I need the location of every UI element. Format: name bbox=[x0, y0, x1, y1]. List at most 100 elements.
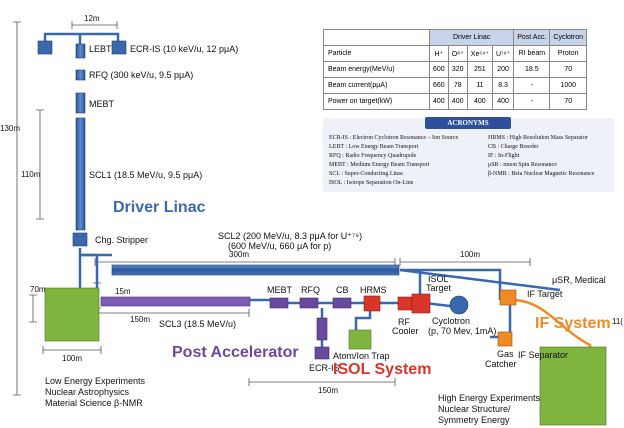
acronym-entry: MEBT : Medium Energy Beam Transport bbox=[329, 162, 430, 168]
high-energy-line: High Energy Experiments bbox=[438, 393, 541, 403]
ecr-is-label: ECR-IS (10 keV/u, 12 pμA) bbox=[130, 44, 239, 54]
dim-right-edge-label: 11( bbox=[612, 317, 623, 326]
table-header-cell: Xe⁵⁴⁺ bbox=[466, 45, 493, 62]
table-header-cell: Particle bbox=[323, 45, 430, 62]
scl1-label: SCL1 (18.5 MeV/u, 9.5 pμA) bbox=[89, 170, 203, 180]
scl2-label-line1: SCL2 (200 MeV/u, 8.3 pμA for U⁺⁷⁹) bbox=[218, 231, 363, 241]
dim-area-width-label: 100m bbox=[62, 354, 83, 363]
table-header-cell: RI beam bbox=[513, 45, 551, 62]
rfq-label: RFQ (300 keV/u, 9.5 pμA) bbox=[89, 70, 194, 80]
table-corner bbox=[323, 29, 430, 46]
dim-area-height-label: 70m bbox=[30, 285, 46, 294]
if-target-block bbox=[499, 289, 517, 306]
acronyms-title: ACRONYMS bbox=[425, 117, 511, 129]
high-energy-experiments: High Energy Experiments Nuclear Structur… bbox=[438, 393, 540, 426]
table-header-cell: U⁷⁹⁺ bbox=[491, 45, 515, 62]
table-cell: 11 bbox=[466, 77, 493, 94]
cb-block bbox=[332, 297, 352, 309]
table-cell: 78 bbox=[447, 77, 468, 94]
gas-catcher-block bbox=[497, 331, 513, 347]
dim-height-total-label: 130m bbox=[0, 124, 21, 133]
rf-cooler-label-line1: RF bbox=[398, 317, 410, 327]
cb-label: CB bbox=[336, 285, 349, 295]
table-row: Power on target(kW) 400 400 400 400 - 70 bbox=[323, 93, 587, 110]
table-cell: 400 bbox=[491, 93, 515, 110]
scl2-label-line2: (600 MeV/u, 660 μA for p) bbox=[228, 241, 332, 251]
scl3-label: SCL3 (18.5 MeV/u) bbox=[159, 319, 237, 329]
post-accelerator-title: Post Accelerator bbox=[172, 344, 299, 361]
low-energy-line: Nuclear Astrophysics bbox=[45, 387, 130, 397]
post-rfq-label: RFQ bbox=[301, 285, 320, 295]
table-cell: 400 bbox=[429, 93, 449, 110]
acronym-entry: LEBT : Low Energy Beam Transport bbox=[329, 144, 419, 150]
acronym-entry: μSR : muon Spin Resonance bbox=[488, 162, 557, 168]
post-ecr-is-label: ECR-IS bbox=[309, 363, 340, 373]
isol-target-label-line2: Target bbox=[426, 283, 452, 293]
acronym-entry: CB : Charge Breeder bbox=[488, 144, 539, 150]
acronym-entry: ECR-IS : Electron Cyclotron Resonance – … bbox=[329, 135, 459, 141]
acronym-entry: SCL : Super-Conducting Linac bbox=[329, 171, 404, 177]
table-header-cell: O⁸⁺ bbox=[447, 45, 468, 62]
atom-ion-trap-label: Atom/Ion Trap bbox=[333, 351, 390, 361]
table-row: Beam energy(MeV/u) 600 320 251 200 18.5 … bbox=[323, 61, 587, 78]
gas-catcher-label-line1: Gas bbox=[497, 349, 514, 359]
post-mebt-block bbox=[269, 297, 289, 309]
beam-parameters-table: Driver Linac Post Acc. Cyclotron Particl… bbox=[323, 29, 587, 110]
if-target-label: IF Target bbox=[527, 289, 563, 299]
low-energy-line: Low Energy Experiments bbox=[45, 376, 146, 386]
table-cell: 200 bbox=[491, 61, 515, 78]
table-cell: - bbox=[513, 77, 551, 94]
table-cell: 660 bbox=[429, 77, 449, 94]
table-cell: 1000 bbox=[549, 77, 587, 94]
atom-ion-trap-block bbox=[348, 329, 372, 350]
table-cell: Power on target(kW) bbox=[323, 93, 430, 110]
table-cell: 600 bbox=[429, 61, 449, 78]
post-rfq-block bbox=[299, 297, 319, 309]
hrms-label: HRMS bbox=[360, 285, 387, 295]
table-row: Beam current(pμA) 660 78 11 8.3 - 1000 bbox=[323, 77, 587, 94]
low-energy-area bbox=[44, 287, 100, 342]
table-cell: 70 bbox=[549, 93, 587, 110]
rfq-block bbox=[75, 69, 86, 81]
low-energy-experiments: Low Energy Experiments Nuclear Astrophys… bbox=[45, 376, 145, 409]
table-cell: 18.5 bbox=[513, 61, 551, 78]
dim-bottom-label: 150m bbox=[318, 386, 339, 395]
mebt-label: MEBT bbox=[89, 99, 115, 109]
table-cell: 400 bbox=[466, 93, 493, 110]
rf-cooler-label-line2: Cooler bbox=[392, 326, 419, 336]
lebt-block bbox=[75, 43, 86, 59]
scl3-block bbox=[100, 296, 251, 307]
dim-offset-label: 15m bbox=[115, 287, 131, 296]
table-cell: 8.3 bbox=[491, 77, 515, 94]
table-group-header: Driver Linac bbox=[428, 29, 515, 46]
isol-system-title: ISOL System bbox=[333, 361, 432, 378]
table-cell: Beam energy(MeV/u) bbox=[323, 61, 430, 78]
musr-medical-label: μSR, Medical bbox=[552, 275, 606, 285]
acronyms-right-column: HRMS : High Resolution Mass Separator CB… bbox=[488, 134, 595, 179]
hrms-block bbox=[363, 295, 381, 312]
gas-catcher-label-line2: Catcher bbox=[485, 359, 517, 369]
ion-source-left bbox=[37, 40, 53, 55]
table-cell: - bbox=[513, 93, 551, 110]
cyclotron-label-line1: Cyclotron bbox=[432, 316, 471, 326]
table-cell: 320 bbox=[447, 61, 468, 78]
scl2-block bbox=[111, 264, 400, 276]
acronym-entry: IF : In-Flight bbox=[488, 153, 520, 159]
lebt-label: LEBT bbox=[89, 44, 112, 54]
dim-scl2-label: 300m bbox=[229, 250, 250, 259]
high-energy-line: Nuclear Structure/ bbox=[438, 404, 511, 414]
charge-stripper bbox=[72, 232, 88, 247]
isol-target-block bbox=[411, 293, 431, 314]
dim-if-label: 100m bbox=[460, 250, 481, 259]
high-energy-area bbox=[539, 346, 607, 426]
rf-cooler-block bbox=[397, 296, 413, 311]
acronym-entry: RFQ : Radio Frequency Quadrupole bbox=[329, 153, 417, 159]
acronym-entry: ISOL : Isotope Separation On-Line bbox=[329, 180, 414, 186]
if-separator-label: IF Separator bbox=[518, 350, 569, 360]
post-ecr-is bbox=[314, 346, 330, 360]
mebt-block bbox=[75, 92, 86, 114]
table-cell: 70 bbox=[549, 61, 587, 78]
dim-height-linac-label: 110m bbox=[21, 170, 41, 179]
post-mebt-label: MEBT bbox=[267, 285, 293, 295]
